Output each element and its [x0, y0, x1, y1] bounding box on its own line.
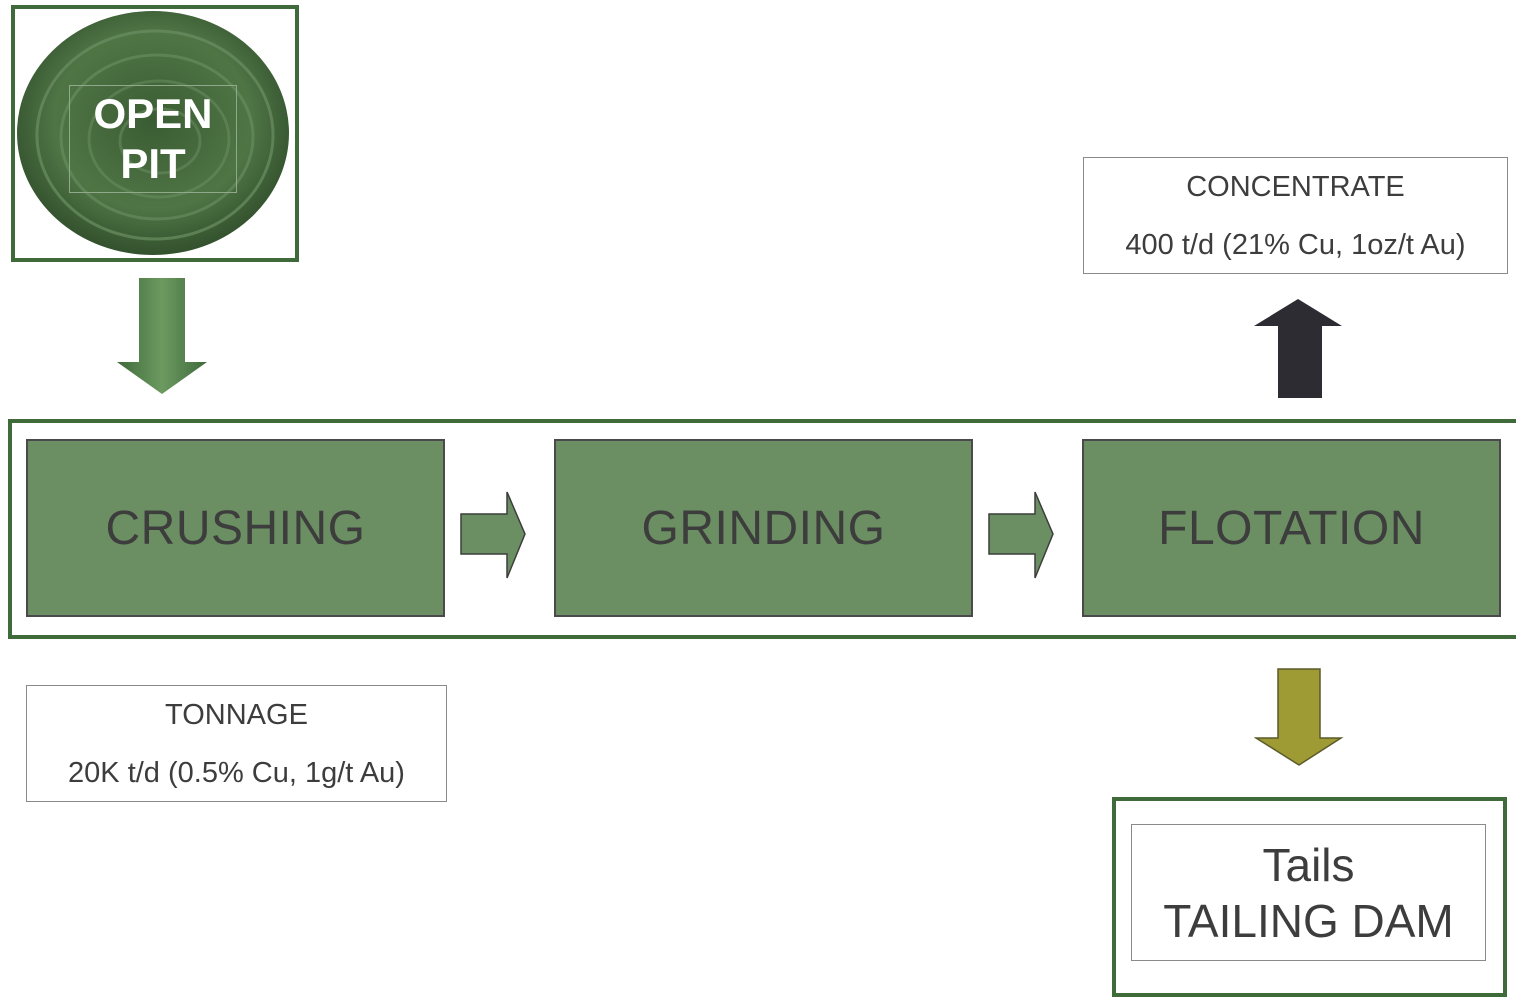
open-pit-line2: PIT — [120, 140, 186, 187]
open-pit-emblem: OPEN PIT — [11, 5, 299, 262]
up-arrow-icon — [1254, 299, 1342, 398]
stage-grinding-label: GRINDING — [641, 501, 886, 555]
tails-arrow-icon — [1254, 668, 1344, 766]
stage-crushing-label: CRUSHING — [105, 501, 366, 555]
open-pit-icon — [17, 11, 289, 255]
tailing-dam-box: Tails TAILING DAM — [1112, 797, 1507, 997]
down-arrow-icon — [117, 278, 207, 394]
tonnage-detail: 20K t/d (0.5% Cu, 1g/t Au) — [68, 757, 405, 789]
stage-flotation-label: FLOTATION — [1158, 501, 1425, 555]
tailing-dam-line: TAILING DAM — [1163, 894, 1454, 947]
tailing-dam-label: Tails TAILING DAM — [1131, 824, 1486, 961]
stage-grinding: GRINDING — [554, 439, 973, 617]
concentrate-detail: 400 t/d (21% Cu, 1oz/t Au) — [1125, 229, 1466, 261]
open-pit-label: OPEN PIT — [69, 85, 237, 193]
tonnage-title: TONNAGE — [165, 699, 308, 731]
process-band: CRUSHING GRINDING FLOTATION — [8, 419, 1516, 639]
open-pit-line1: OPEN — [93, 90, 213, 137]
concentrate-box: CONCENTRATE 400 t/d (21% Cu, 1oz/t Au) — [1083, 157, 1508, 274]
stage-flotation: FLOTATION — [1082, 439, 1501, 617]
tails-line: Tails — [1262, 838, 1355, 891]
right-arrow-icon — [988, 491, 1054, 579]
concentrate-title: CONCENTRATE — [1186, 171, 1405, 203]
right-arrow-icon — [460, 491, 526, 579]
stage-crushing: CRUSHING — [26, 439, 445, 617]
tonnage-box: TONNAGE 20K t/d (0.5% Cu, 1g/t Au) — [26, 685, 447, 802]
